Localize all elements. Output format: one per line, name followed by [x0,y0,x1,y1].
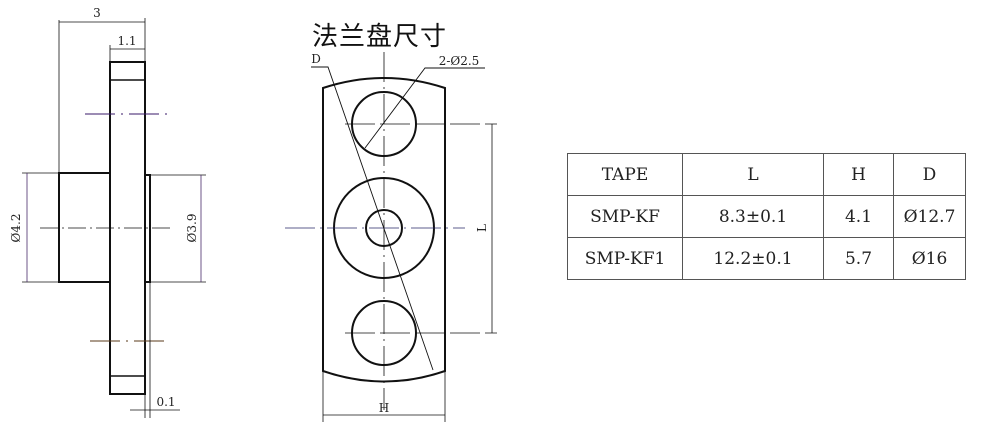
table-row: SMP-KF1 12.2±0.1 5.7 Ø16 [567,237,966,280]
dimension-table: TAPE L H D SMP-KF 8.3±0.1 4.1 Ø12.7 SMP-… [567,153,966,280]
cell-tape: SMP-KF [567,195,683,238]
label-holes: 2-Ø2.5 [439,54,480,68]
label-l: L [475,224,489,232]
label-h: H [379,401,389,415]
dim-length-label: 3 [93,6,101,20]
dim-hub-left-label: Ø4.2 [9,214,23,243]
cell-l: 8.3±0.1 [682,195,824,238]
header-l: L [682,153,824,196]
dim-hub-right-label: Ø3.9 [185,214,199,243]
table-row: SMP-KF 8.3±0.1 4.1 Ø12.7 [567,195,966,238]
header-h: H [823,153,894,196]
dim-gap-label: 0.1 [156,395,175,409]
cell-h: 4.1 [823,195,894,238]
header-tape: TAPE [567,153,683,196]
front-view [285,52,497,422]
drawing-title: 法兰盘尺寸 [312,22,448,52]
cell-tape: SMP-KF1 [567,237,683,280]
cell-d: Ø16 [893,237,966,280]
header-d: D [893,153,966,196]
dim-flange-label: 1.1 [117,34,136,48]
cell-l: 12.2±0.1 [682,237,824,280]
side-view [22,18,206,418]
table-header-row: TAPE L H D [567,153,966,196]
label-d: D [311,52,321,66]
cell-d: Ø12.7 [893,195,966,238]
cell-h: 5.7 [823,237,894,280]
